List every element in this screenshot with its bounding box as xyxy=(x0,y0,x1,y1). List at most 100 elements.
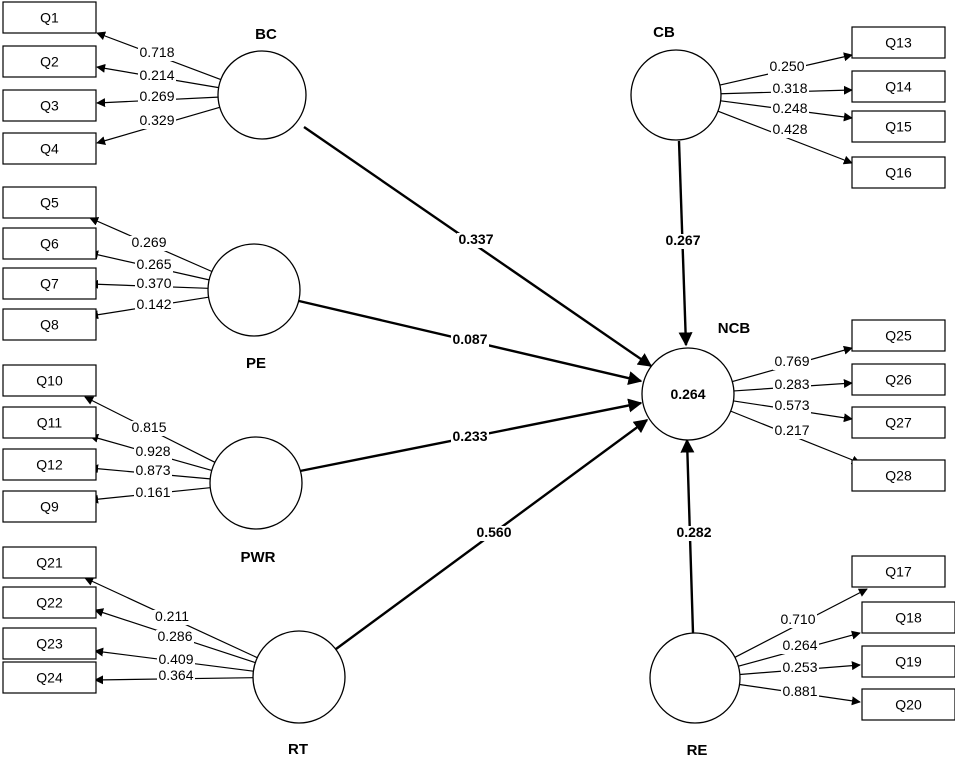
loading-value-q20-group: 0.881 xyxy=(781,683,819,700)
indicator-box-q10 xyxy=(2,364,97,397)
loading-value-q22-group: 0.286 xyxy=(156,628,194,645)
indicator-label-q5: Q5 xyxy=(40,195,59,211)
loading-value-q16-group: 0.428 xyxy=(771,121,809,138)
indicator-label-q28: Q28 xyxy=(885,468,912,484)
indicator-label-q13: Q13 xyxy=(885,35,912,51)
indicator-label-q16: Q16 xyxy=(885,165,912,181)
indicator-box-q24 xyxy=(2,661,97,694)
indicator-label-q25: Q25 xyxy=(885,328,912,344)
loading-value-q8-bg xyxy=(135,298,173,313)
loading-value-q15: 0.248 xyxy=(772,100,807,116)
indicator-box-q15 xyxy=(851,110,946,143)
construct-circle-pwr xyxy=(209,436,303,530)
indicator-label-q18: Q18 xyxy=(895,610,922,626)
indicator-box-q21 xyxy=(2,546,97,579)
loading-value-q7-bg xyxy=(135,277,173,292)
loading-value-q12-group: 0.873 xyxy=(134,462,172,479)
indicator-label-q2: Q2 xyxy=(40,54,59,70)
loading-value-q13-group: 0.250 xyxy=(768,58,806,75)
loading-value-q17: 0.710 xyxy=(780,611,815,627)
loading-value-q24-bg xyxy=(157,669,195,684)
indicator-label-q27: Q27 xyxy=(885,415,912,431)
construct-circle-rt xyxy=(252,630,346,724)
indicator-box-q13 xyxy=(851,26,946,59)
loading-value-q26: 0.283 xyxy=(774,376,809,392)
loading-value-q28-group: 0.217 xyxy=(773,422,811,439)
loading-value-q7: 0.370 xyxy=(136,275,171,291)
indicator-label-q1: Q1 xyxy=(40,10,59,26)
loading-value-q26-bg xyxy=(773,378,811,393)
loading-value-q4-bg xyxy=(138,114,176,129)
loading-value-q19: 0.253 xyxy=(782,659,817,675)
loading-value-q16-bg xyxy=(771,123,809,138)
loading-value-q19-bg xyxy=(781,661,819,676)
indicator-label-q17: Q17 xyxy=(885,564,912,580)
loading-value-q11-bg xyxy=(134,445,172,460)
indicator-box-q27 xyxy=(851,406,946,439)
loading-value-q20-bg xyxy=(781,685,819,700)
path-coefficient-bc-ncb-bg xyxy=(457,233,495,248)
indicator-label-q14: Q14 xyxy=(885,79,912,95)
indicator-box-q16 xyxy=(851,156,946,189)
loading-value-q14-bg xyxy=(771,82,809,97)
loading-value-q9: 0.161 xyxy=(135,484,170,500)
indicator-label-q4: Q4 xyxy=(40,141,59,157)
path-coefficient-pe-ncb-bg xyxy=(451,333,489,348)
indicator-box-q17 xyxy=(851,555,946,588)
loading-value-q21-group: 0.211 xyxy=(153,608,191,625)
path-coefficient-rt-ncb: 0.560 xyxy=(476,524,511,540)
indicator-label-q20: Q20 xyxy=(895,697,922,713)
loading-value-q5-bg xyxy=(130,236,168,251)
indicator-box-q28 xyxy=(851,459,946,492)
indicator-box-q3 xyxy=(2,89,97,122)
loading-value-q5: 0.269 xyxy=(131,234,166,250)
loading-value-q18-group: 0.264 xyxy=(781,637,819,654)
loading-value-q26-group: 0.283 xyxy=(773,376,811,393)
path-coefficient-pwr-ncb-bg xyxy=(451,430,489,445)
indicator-box-q4 xyxy=(2,132,97,165)
indicator-label-q9: Q9 xyxy=(40,499,59,515)
loading-value-q21: 0.211 xyxy=(155,608,189,624)
construct-name-re: RE xyxy=(687,742,708,758)
construct-name-ncb: NCB xyxy=(718,320,751,337)
indicator-label-q12: Q12 xyxy=(36,457,63,473)
loading-value-q25-bg xyxy=(773,355,811,370)
path-coefficient-re-ncb: 0.282 xyxy=(676,524,711,540)
loading-value-q7-group: 0.370 xyxy=(135,275,173,292)
loading-value-q14: 0.318 xyxy=(772,80,807,96)
indicator-box-q23 xyxy=(2,627,97,660)
path-coefficient-pwr-ncb: 0.233 xyxy=(452,428,487,444)
loading-value-q4-group: 0.329 xyxy=(138,112,176,129)
path-coefficient-bc-ncb-group: 0.337 xyxy=(457,231,495,248)
indicator-label-q19: Q19 xyxy=(895,654,922,670)
loading-value-q11: 0.928 xyxy=(135,443,170,459)
loading-value-q25-group: 0.769 xyxy=(773,353,811,370)
path-coefficient-re-ncb-group: 0.282 xyxy=(675,524,713,541)
path-coefficient-rt-ncb-group: 0.560 xyxy=(475,524,513,541)
indicator-box-q11 xyxy=(2,406,97,439)
loading-value-q10: 0.815 xyxy=(131,419,166,435)
loading-value-q15-group: 0.248 xyxy=(771,100,809,117)
indicator-box-q8 xyxy=(2,308,97,341)
indicator-label-q22: Q22 xyxy=(36,595,63,611)
loading-value-q4: 0.329 xyxy=(139,112,174,128)
construct-circle-pe xyxy=(207,243,301,337)
construct-name-pe: PE xyxy=(246,355,266,372)
loading-value-q3: 0.269 xyxy=(139,88,174,104)
path-coefficient-re-ncb-bg xyxy=(675,526,713,541)
loading-value-q21-bg xyxy=(153,610,191,625)
indicator-box-q22 xyxy=(2,586,97,619)
indicator-label-q15: Q15 xyxy=(885,119,912,135)
loading-value-q12: 0.873 xyxy=(135,462,170,478)
loading-value-q6-bg xyxy=(135,258,173,273)
loading-value-q2: 0.214 xyxy=(139,67,174,83)
indicator-box-q2 xyxy=(2,45,97,78)
indicator-label-q7: Q7 xyxy=(40,276,59,292)
loading-value-q9-group: 0.161 xyxy=(134,484,172,501)
loading-value-q17-bg xyxy=(779,613,817,628)
loading-value-q12-bg xyxy=(134,464,172,479)
loading-value-q22: 0.286 xyxy=(157,628,192,644)
loading-value-q17-group: 0.710 xyxy=(779,611,817,628)
loading-value-q20: 0.881 xyxy=(782,683,817,699)
